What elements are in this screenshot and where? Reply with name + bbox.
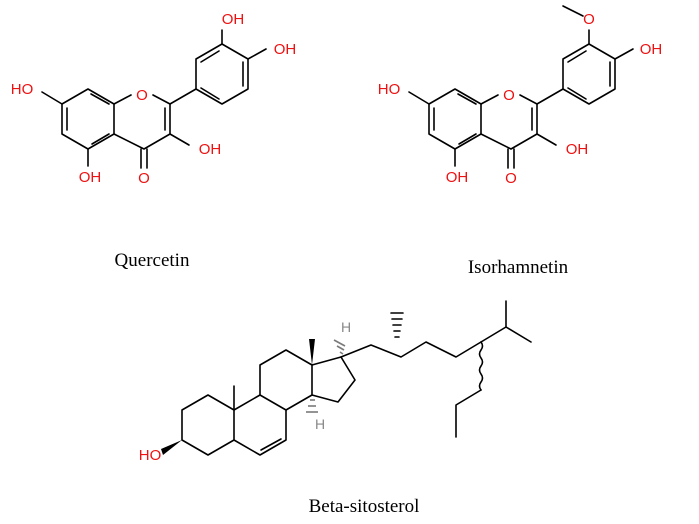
atom-ho-3: HO xyxy=(139,447,162,464)
atom-o-methoxy: O xyxy=(583,11,595,28)
atom-h-14: H xyxy=(315,416,325,432)
atom-oh-3: OH xyxy=(199,141,222,158)
atom-oh-5: OH xyxy=(446,169,469,186)
atom-oh-4prime: OH xyxy=(274,41,297,58)
atom-oh-5: OH xyxy=(79,169,102,186)
hash-h17 xyxy=(333,339,346,355)
quercetin-label: Quercetin xyxy=(115,250,190,271)
atom-oh-4prime: OH xyxy=(640,41,663,58)
beta-sitosterol-structure: HO H H Beta-sitosterol xyxy=(139,300,532,517)
beta-sitosterol-label: Beta-sitosterol xyxy=(309,496,420,517)
quercetin-structure: OH OH HO O OH OH O Quercetin xyxy=(11,11,297,271)
hash-h14 xyxy=(306,399,318,413)
wedge-c3-oh xyxy=(161,440,182,455)
atom-h-17: H xyxy=(341,319,351,335)
atom-o-ring: O xyxy=(136,87,148,104)
wedge-c18-methyl xyxy=(309,339,315,365)
atom-o-ring: O xyxy=(503,87,515,104)
atom-oh-3prime: OH xyxy=(222,11,245,28)
atom-o-keto: O xyxy=(505,170,517,187)
hash-c21-methyl xyxy=(390,312,404,338)
isorhamnetin-structure: O OH HO O OH OH O Isorhamnetin xyxy=(378,5,663,278)
atom-ho-7: HO xyxy=(378,81,401,98)
isorhamnetin-label: Isorhamnetin xyxy=(468,257,569,278)
atom-ho-7: HO xyxy=(11,81,34,98)
atom-o-keto: O xyxy=(138,170,150,187)
wavy-bond xyxy=(478,341,484,391)
atom-oh-3: OH xyxy=(566,141,589,158)
